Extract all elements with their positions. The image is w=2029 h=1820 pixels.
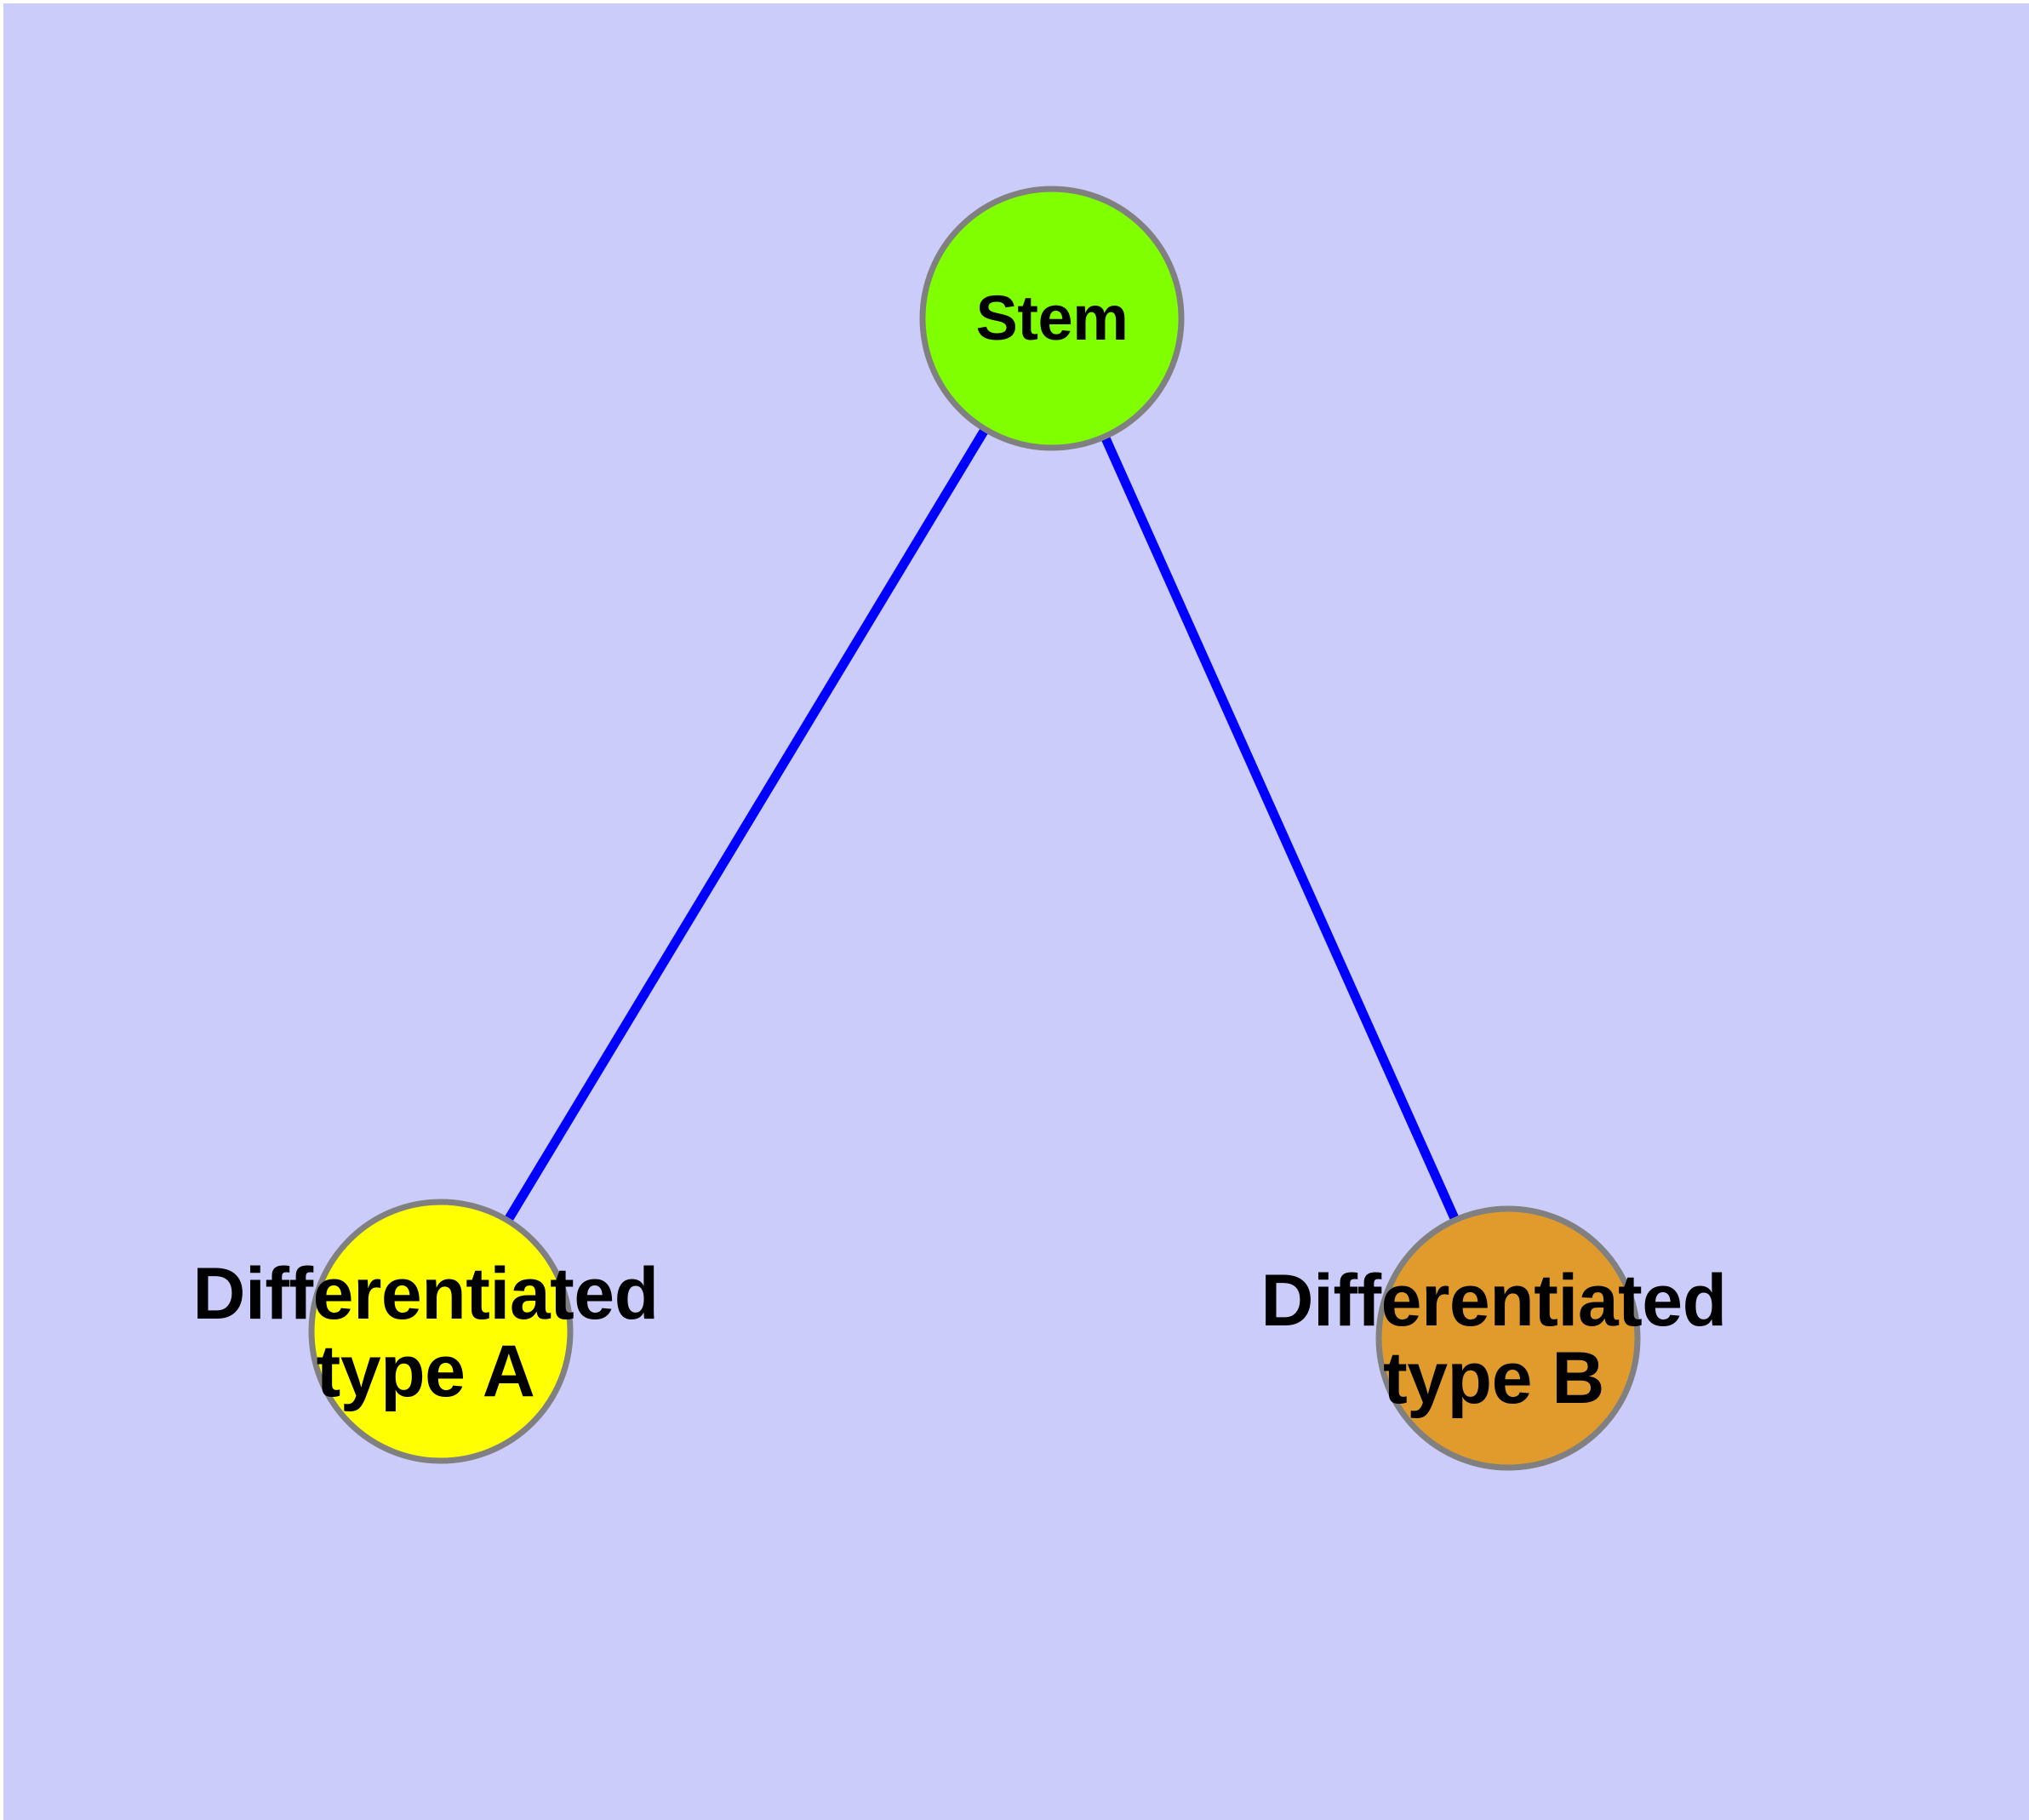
node-diff-b[interactable] [1375, 1205, 1641, 1471]
edge-stem-to-diff-b[interactable] [1047, 316, 1513, 1341]
edge-layer [437, 316, 1513, 1341]
node-diff-a[interactable] [308, 1199, 574, 1464]
edge-stem-to-diff-a[interactable] [437, 316, 1056, 1334]
node-stem[interactable] [919, 186, 1185, 451]
node-layer [308, 186, 1641, 1471]
